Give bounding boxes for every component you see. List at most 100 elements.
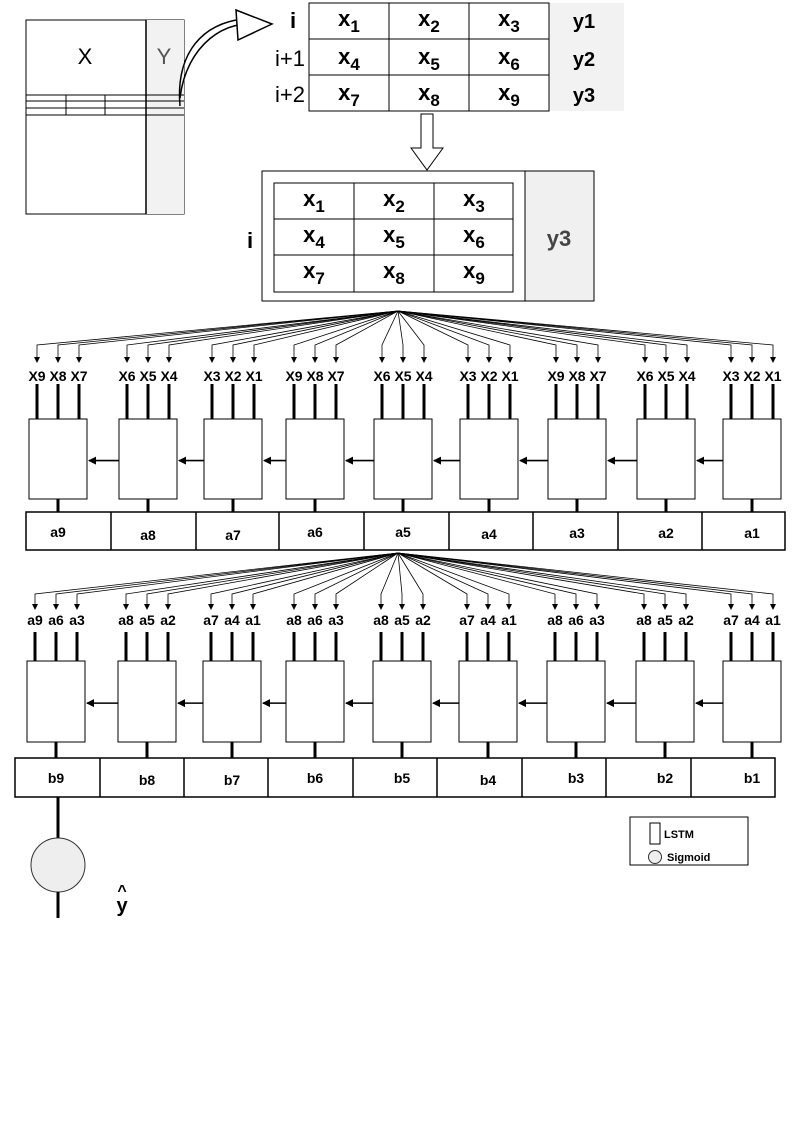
lstm-cell-box bbox=[118, 418, 178, 500]
unit-input-label: a2 bbox=[415, 612, 431, 628]
lstm-cell-box bbox=[635, 660, 695, 743]
input-connection bbox=[397, 310, 580, 363]
unit-input-label: a3 bbox=[589, 612, 605, 628]
window-cell: x9 bbox=[498, 80, 520, 110]
sample-grid bbox=[273, 182, 514, 293]
input-connection bbox=[397, 310, 755, 363]
output-cell-label: a2 bbox=[658, 525, 674, 541]
input-connection bbox=[32, 552, 399, 610]
output-cell-label: b8 bbox=[139, 772, 156, 788]
unit-input-label: a4 bbox=[744, 612, 760, 628]
unit-input-label: a9 bbox=[27, 612, 43, 628]
input-connection bbox=[209, 310, 399, 363]
input-connection bbox=[397, 552, 647, 610]
input-connection bbox=[123, 552, 399, 610]
sample-cell: x8 bbox=[383, 258, 405, 288]
sample-target-label: y3 bbox=[547, 226, 571, 251]
unit-input-label: X8 bbox=[568, 368, 585, 384]
window-cell: x7 bbox=[338, 80, 360, 110]
sample-cell: x1 bbox=[303, 186, 325, 216]
unit-input-label: a1 bbox=[501, 612, 517, 628]
unit-input-label: X6 bbox=[373, 368, 390, 384]
target-column-label: Y bbox=[157, 44, 172, 69]
input-connection bbox=[397, 552, 579, 610]
output-cell-label: a3 bbox=[569, 525, 585, 541]
input-connection bbox=[251, 310, 399, 363]
output-cell-label: b3 bbox=[568, 770, 585, 786]
input-connection bbox=[397, 310, 734, 363]
lstm-cell-box bbox=[373, 418, 433, 500]
window-cell: x1 bbox=[338, 6, 360, 36]
window-cell: x3 bbox=[498, 6, 520, 36]
output-bar bbox=[14, 757, 776, 798]
input-connection bbox=[312, 552, 399, 610]
window-row-label: i+1 bbox=[275, 46, 305, 71]
input-connection bbox=[397, 552, 755, 610]
window-rows bbox=[26, 94, 184, 116]
output-cell-label: a1 bbox=[744, 525, 760, 541]
input-connection bbox=[144, 552, 399, 610]
unit-input-label: a1 bbox=[245, 612, 261, 628]
input-connection bbox=[312, 310, 399, 363]
sample-target-cell bbox=[524, 170, 595, 302]
lstm-cell-box bbox=[285, 660, 345, 743]
input-connection bbox=[397, 310, 776, 363]
unit-input-label: X4 bbox=[678, 368, 695, 384]
lstm-cell-box bbox=[547, 418, 607, 500]
input-connection bbox=[397, 310, 690, 363]
fan-out-connections bbox=[32, 552, 776, 610]
input-connection bbox=[378, 552, 399, 610]
sample-cell: x7 bbox=[303, 258, 325, 288]
input-connection bbox=[379, 310, 399, 363]
lstm-cell-box bbox=[722, 418, 782, 500]
unit-input-label: a2 bbox=[678, 612, 694, 628]
unit-input-label: X5 bbox=[394, 368, 411, 384]
lstm-cell-box bbox=[26, 660, 86, 743]
input-connection bbox=[397, 310, 492, 363]
input-connection bbox=[124, 310, 399, 363]
unit-input-label: X9 bbox=[28, 368, 45, 384]
unit-input-label: a2 bbox=[160, 612, 176, 628]
input-connection bbox=[397, 310, 669, 363]
output-cell-label: a8 bbox=[140, 527, 156, 543]
input-connection bbox=[397, 310, 471, 363]
input-connection bbox=[397, 552, 776, 610]
window-target-label: y3 bbox=[573, 85, 595, 107]
unit-input-label: X3 bbox=[722, 368, 739, 384]
window-grid bbox=[308, 2, 550, 112]
legend-sigmoid-label: Sigmoid bbox=[667, 852, 710, 864]
targets-shade bbox=[548, 3, 624, 111]
output-cell-label: a5 bbox=[395, 524, 411, 540]
unit-input-label: X3 bbox=[459, 368, 476, 384]
input-connection bbox=[230, 310, 399, 363]
legend-sigmoid-icon bbox=[648, 850, 662, 864]
output-cell-label: b1 bbox=[744, 770, 761, 786]
unit-input-label: X5 bbox=[139, 368, 156, 384]
unit-input-label: a3 bbox=[328, 612, 344, 628]
input-connection bbox=[397, 552, 689, 610]
unit-input-label: X8 bbox=[49, 368, 66, 384]
input-connection bbox=[333, 552, 399, 610]
window-cell: x2 bbox=[418, 6, 440, 36]
unit-input-label: a7 bbox=[459, 612, 475, 628]
output-cell-label: b9 bbox=[48, 770, 65, 786]
input-connection bbox=[145, 310, 399, 363]
unit-input-label: X2 bbox=[480, 368, 497, 384]
reshape-down-arrow bbox=[410, 113, 444, 171]
unit-input-label: a1 bbox=[765, 612, 781, 628]
unit-input-label: X1 bbox=[501, 368, 518, 384]
input-connection bbox=[397, 552, 600, 610]
